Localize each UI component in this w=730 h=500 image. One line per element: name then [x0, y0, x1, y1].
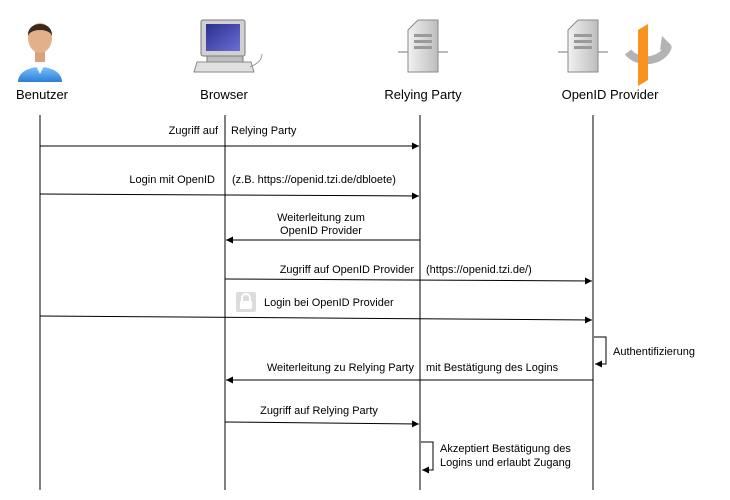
message-label: Login mit OpenID: [129, 174, 215, 186]
self-call-arrow: [421, 441, 434, 474]
message-label: (z.B. https://openid.tzi.de/dbloete): [232, 174, 396, 186]
server-icon: [558, 19, 608, 73]
message-label: OpenID Provider: [280, 225, 362, 237]
computer-icon: [193, 19, 263, 73]
message-label: mit Bestätigung des Logins: [426, 362, 559, 374]
message-label: Login bei OpenID Provider: [264, 297, 394, 309]
message-label: Logins und erlaubt Zugang: [440, 457, 571, 469]
self-call-arrow: [594, 336, 607, 368]
actor-label-benutzer: Benutzer: [16, 87, 69, 102]
message-label: Relying Party: [231, 125, 297, 137]
server-icon: [398, 19, 448, 73]
message-label: (https://openid.tzi.de/): [426, 264, 532, 276]
message-arrow: [224, 277, 593, 285]
user-icon: [18, 23, 62, 82]
message-label: Weiterleitung zum: [277, 212, 365, 224]
message-label: Akzeptiert Bestätigung des: [440, 443, 571, 455]
openid-logo-icon: [624, 24, 672, 86]
message-label: Zugriff auf OpenID Provider: [280, 264, 415, 276]
message-arrow: [39, 192, 420, 200]
message-label: Authentifizierung: [613, 346, 695, 358]
actor-label-relying-party: Relying Party: [384, 87, 462, 102]
message-arrow: [224, 420, 420, 428]
message-label: Zugriff auf Relying Party: [260, 405, 378, 417]
message-label: Zugriff auf: [169, 125, 219, 137]
lock-icon: [236, 292, 256, 312]
message-label: Weiterleitung zu Relying Party: [267, 362, 415, 374]
actor-label-browser: Browser: [200, 87, 248, 102]
message-arrow: [39, 315, 593, 324]
actor-label-openid-provider: OpenID Provider: [562, 87, 659, 102]
